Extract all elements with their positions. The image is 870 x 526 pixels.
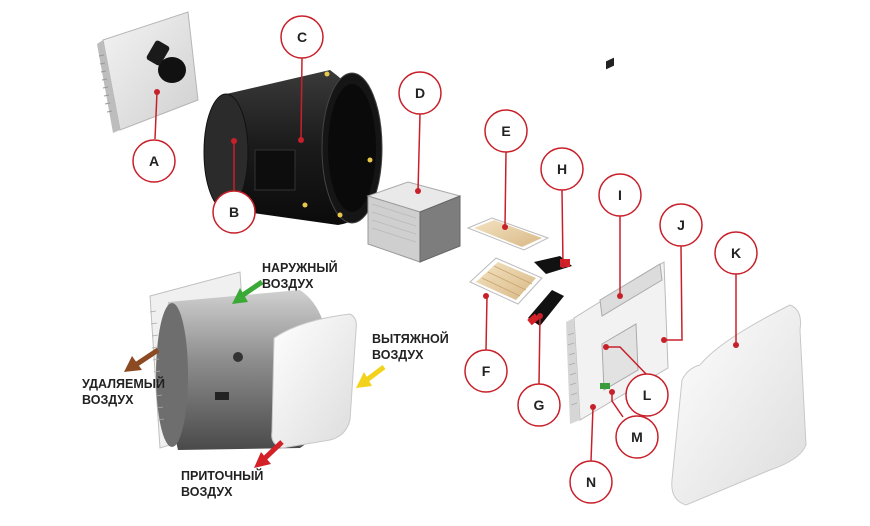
- arrow-outdoor-air: [232, 279, 264, 304]
- callout-l: L: [625, 373, 669, 417]
- svg-text:H: H: [557, 161, 567, 177]
- part-d-heat-exchanger: [366, 181, 462, 263]
- callout-c: C: [280, 15, 324, 59]
- callout-b: B: [212, 190, 256, 234]
- callout-e: E: [484, 109, 528, 153]
- arrow-removed-air: [124, 347, 160, 372]
- svg-text:D: D: [415, 85, 425, 101]
- leader-lines: [154, 57, 737, 462]
- label-removed-air-2: ВОЗДУХ: [82, 393, 134, 407]
- part-f-filter: [469, 257, 543, 305]
- leader-dots: [154, 89, 739, 410]
- svg-text:B: B: [229, 204, 239, 220]
- svg-text:E: E: [501, 123, 510, 139]
- callout-g: G: [517, 383, 561, 427]
- svg-text:L: L: [643, 387, 652, 403]
- callouts: A B C D E F G H: [132, 15, 758, 504]
- label-outdoor-air-2: ВОЗДУХ: [262, 277, 314, 291]
- callout-a: A: [132, 139, 176, 183]
- part-a-outer-grille: [97, 11, 199, 133]
- assembled-unit: [149, 271, 357, 450]
- label-removed-air-1: УДАЛЯЕМЫЙ: [82, 376, 165, 391]
- callout-h: H: [540, 147, 584, 191]
- svg-text:K: K: [731, 245, 741, 261]
- part-e-filter: [466, 217, 550, 251]
- svg-text:C: C: [297, 29, 307, 45]
- callout-i: I: [598, 173, 642, 217]
- callout-f: F: [464, 349, 508, 393]
- callout-d: D: [398, 71, 442, 115]
- label-outdoor-air-1: НАРУЖНЫЙ: [262, 260, 338, 275]
- part-h-black-block: [534, 256, 572, 274]
- label-exhaust-air-1: ВЫТЯЖНОЙ: [372, 331, 449, 346]
- svg-text:A: A: [149, 153, 159, 169]
- svg-text:J: J: [677, 217, 685, 233]
- callout-n: N: [569, 460, 613, 504]
- svg-text:M: M: [631, 429, 643, 445]
- arrow-supply-air: [254, 440, 284, 468]
- part-i-j-inner-panel: [566, 57, 669, 424]
- part-k-front-cover: [671, 304, 807, 506]
- svg-text:F: F: [482, 363, 491, 379]
- label-exhaust-air-2: ВОЗДУХ: [372, 348, 424, 362]
- part-b-c-black-tube: [203, 70, 383, 225]
- callout-j: J: [659, 203, 703, 247]
- label-supply-air-1: ПРИТОЧНЫЙ: [181, 468, 263, 483]
- svg-text:I: I: [618, 187, 622, 203]
- callout-m: M: [615, 415, 659, 459]
- label-supply-air-2: ВОЗДУХ: [181, 485, 233, 499]
- svg-text:G: G: [534, 397, 545, 413]
- svg-text:N: N: [586, 474, 596, 490]
- arrow-exhaust-air: [356, 365, 386, 388]
- callout-k: K: [714, 231, 758, 275]
- part-g-black-block: [527, 290, 564, 326]
